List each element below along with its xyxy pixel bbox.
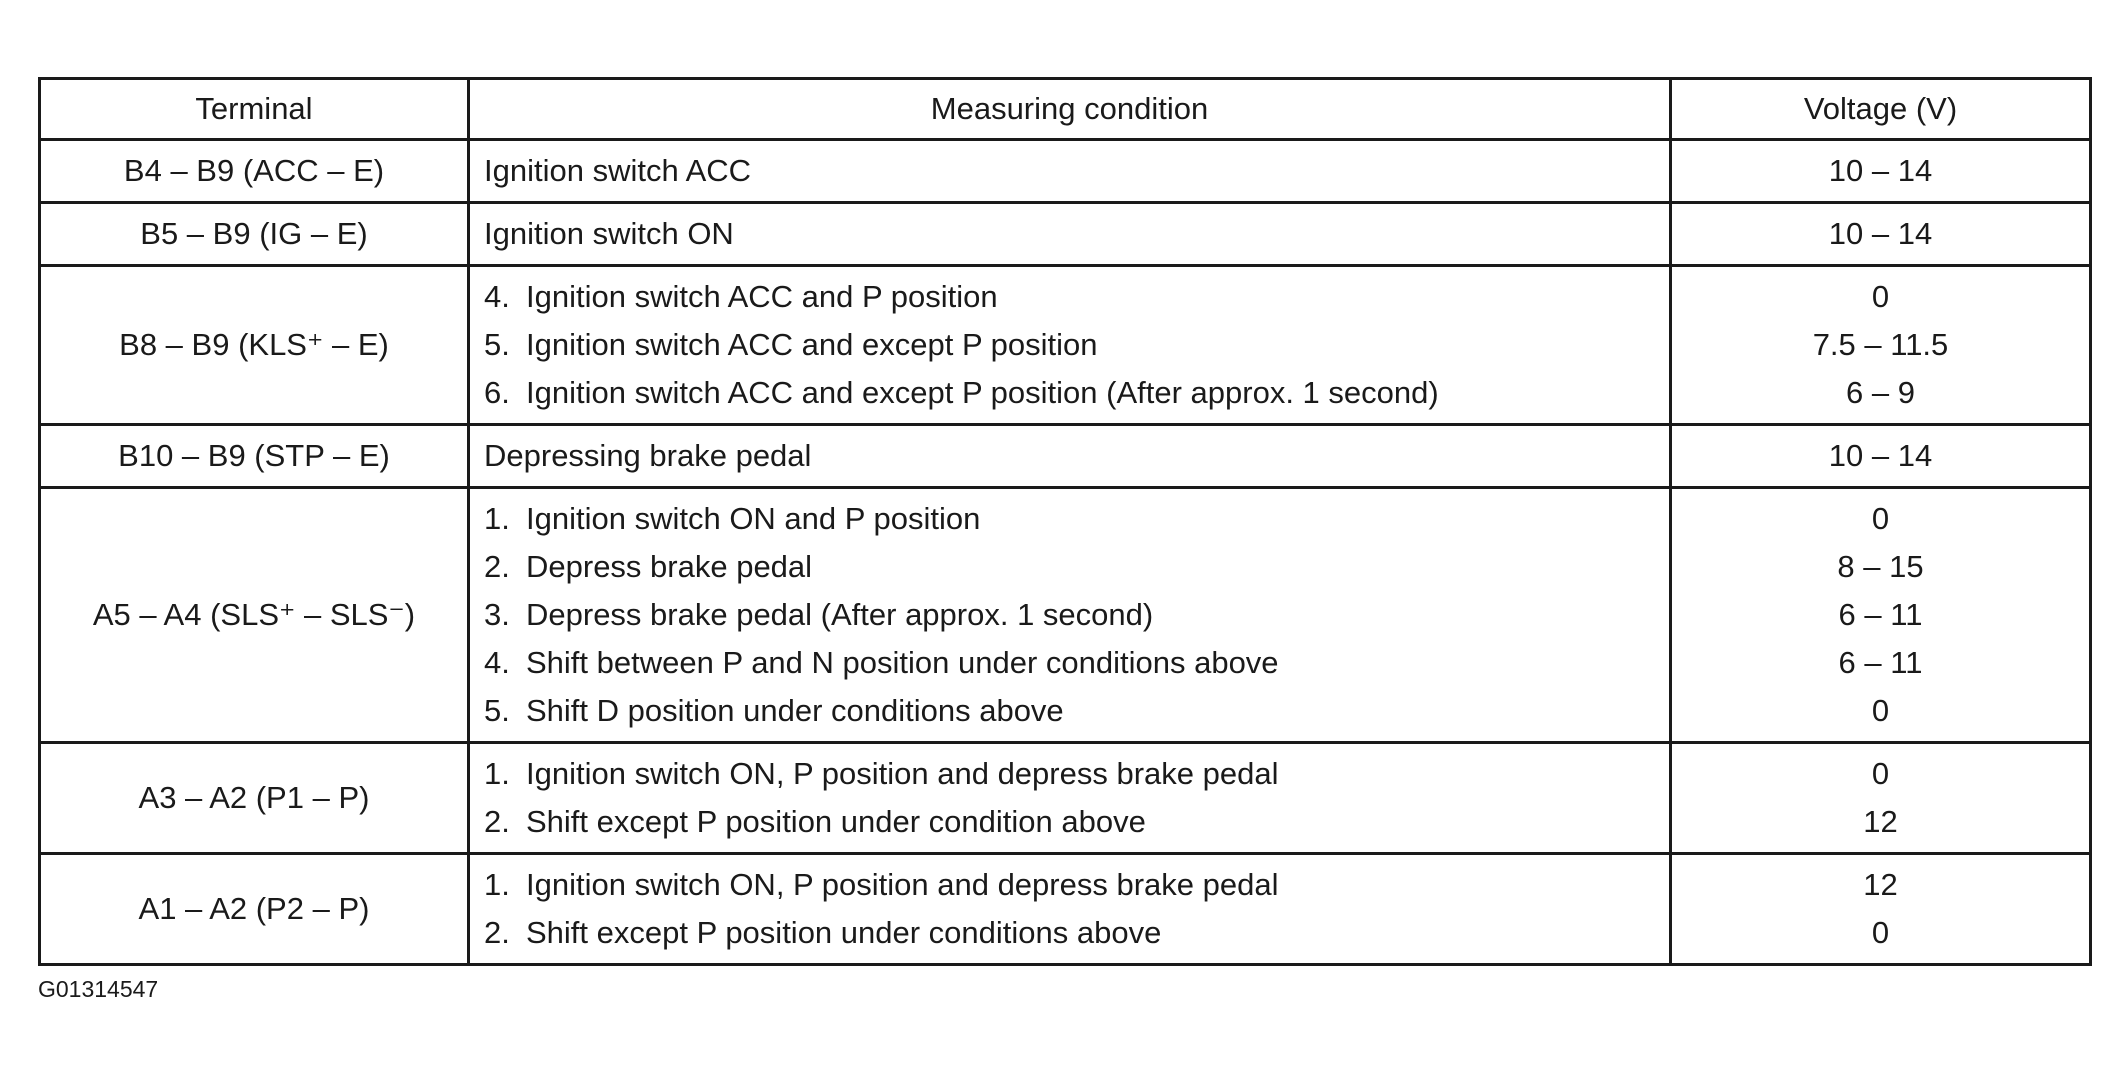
condition-number: 2.	[484, 549, 510, 584]
condition-text: Ignition switch ON, P position and depre…	[526, 867, 1279, 902]
voltage-value: 8 – 15	[1837, 549, 1924, 584]
voltage-value: 12	[1863, 804, 1898, 839]
header-terminal: Terminal	[38, 77, 470, 141]
condition-number: 4.	[484, 279, 510, 314]
condition-number: 1.	[484, 756, 510, 791]
voltage-value: 0	[1871, 756, 1890, 791]
table-row: B5 – B9 (IG – E) Ignition switch ON 10 – 1…	[38, 201, 2092, 267]
condition-line: 4. Shift between P and N position under c…	[484, 639, 1669, 687]
condition-text: Ignition switch ACC	[484, 153, 752, 188]
condition-text: Ignition switch ACC and P position	[526, 279, 998, 314]
voltage-value: 12	[1863, 867, 1898, 902]
condition-line: 5. Ignition switch ACC and except P posit…	[484, 321, 1669, 369]
condition-number: 3.	[484, 597, 510, 632]
condition-text: Depress brake pedal (After approx. 1 sec…	[526, 597, 1154, 632]
condition-number: 6.	[484, 375, 510, 410]
condition-number: 4.	[484, 645, 510, 680]
condition-text: Ignition switch ACC and except P positio…	[526, 327, 1098, 362]
table-row: B8 – B9 (KLS⁺ – E) 4. Ignition switch ACC …	[38, 264, 2092, 426]
condition-text: Shift except P position under conditions…	[526, 915, 1162, 950]
condition-text: Ignition switch ON, P position and depre…	[526, 756, 1279, 791]
condition-text: Shift except P position under condition …	[526, 804, 1146, 839]
table-header-row: Terminal Measuring condition Voltage (V)	[38, 77, 2092, 141]
voltage-value: 0	[1871, 693, 1890, 728]
voltage-value: 6 – 11	[1838, 645, 1923, 680]
condition-line: 2. Depress brake pedal	[484, 543, 1669, 591]
voltage-cell: 10 – 14	[1669, 138, 2092, 204]
terminal-cell: B8 – B9 (KLS⁺ – E)	[38, 264, 470, 426]
table-row: A5 – A4 (SLS⁺ – SLS⁻) 1. Ignition switch O…	[38, 486, 2092, 744]
terminal-cell: A5 – A4 (SLS⁺ – SLS⁻)	[38, 486, 470, 744]
condition-line: 2. Shift except P position under conditio…	[484, 798, 1669, 846]
condition-line: 1. Ignition switch ON and P position	[484, 495, 1669, 543]
voltage-value: 6 – 9	[1846, 375, 1915, 410]
condition-cell: 1. Ignition switch ON, P position and dep…	[467, 852, 1672, 966]
voltage-value: 7.5 – 11.5	[1812, 327, 1949, 362]
table-row: B4 – B9 (ACC – E) Ignition switch ACC 10 –…	[38, 138, 2092, 204]
condition-line: Depressing brake pedal	[484, 432, 1669, 480]
condition-cell: 4. Ignition switch ACC and P position 5. Ig…	[467, 264, 1672, 426]
voltage-cell: 10 – 14	[1669, 423, 2092, 489]
figure-code: G01314547	[38, 976, 159, 1002]
condition-cell: 1. Ignition switch ON and P position 2. Dep…	[467, 486, 1672, 744]
voltage-value: 10 – 14	[1828, 153, 1933, 188]
condition-number: 5.	[484, 327, 510, 362]
terminal-cell: A1 – A2 (P2 – P)	[38, 852, 470, 966]
voltage-cell: 0 8 – 15 6 – 11 6 – 11 0	[1669, 486, 2092, 744]
terminal-voltage-table: Terminal Measuring condition Voltage (V)…	[38, 77, 2092, 966]
condition-text: Depressing brake pedal	[484, 438, 812, 473]
condition-line: 1. Ignition switch ON, P position and dep…	[484, 750, 1669, 798]
voltage-value: 10 – 14	[1828, 438, 1933, 473]
voltage-value: 0	[1871, 501, 1890, 536]
voltage-value: 10 – 14	[1828, 216, 1933, 251]
voltage-cell: 0 7.5 – 11.5 6 – 9	[1669, 264, 2092, 426]
terminal-cell: B4 – B9 (ACC – E)	[38, 138, 470, 204]
table-body: B4 – B9 (ACC – E) Ignition switch ACC 10 –…	[38, 138, 2092, 966]
condition-number: 1.	[484, 867, 510, 902]
condition-line: 1. Ignition switch ON, P position and dep…	[484, 861, 1669, 909]
condition-cell: Ignition switch ACC	[467, 138, 1672, 204]
condition-line: 3. Depress brake pedal (After approx. 1 s…	[484, 591, 1669, 639]
terminal-cell: A3 – A2 (P1 – P)	[38, 741, 470, 855]
condition-number: 5.	[484, 693, 510, 728]
voltage-cell: 10 – 14	[1669, 201, 2092, 267]
condition-number: 1.	[484, 501, 510, 536]
condition-line: Ignition switch ACC	[484, 147, 1669, 195]
condition-line: 5. Shift D position under conditions abov…	[484, 687, 1669, 735]
voltage-value: 0	[1871, 915, 1890, 950]
condition-text: Shift between P and N position under con…	[526, 645, 1279, 680]
terminal-cell: B5 – B9 (IG – E)	[38, 201, 470, 267]
terminal-cell: B10 – B9 (STP – E)	[38, 423, 470, 489]
condition-text: Ignition switch ON	[484, 216, 734, 251]
condition-text: Ignition switch ON and P position	[526, 501, 981, 536]
condition-number: 2.	[484, 804, 510, 839]
header-voltage: Voltage (V)	[1669, 77, 2092, 141]
condition-line: 2. Shift except P position under conditio…	[484, 909, 1669, 957]
table-row: B10 – B9 (STP – E) Depressing brake pedal…	[38, 423, 2092, 489]
condition-cell: 1. Ignition switch ON, P position and dep…	[467, 741, 1672, 855]
condition-number: 2.	[484, 915, 510, 950]
table-row: A3 – A2 (P1 – P) 1. Ignition switch ON, P …	[38, 741, 2092, 855]
voltage-value: 0	[1871, 279, 1890, 314]
condition-line: 6. Ignition switch ACC and except P posit…	[484, 369, 1669, 417]
table-row: A1 – A2 (P2 – P) 1. Ignition switch ON, P …	[38, 852, 2092, 966]
condition-text: Ignition switch ACC and except P positio…	[526, 375, 1439, 410]
voltage-value: 6 – 11	[1838, 597, 1923, 632]
condition-cell: Depressing brake pedal	[467, 423, 1672, 489]
header-measuring-condition: Measuring condition	[467, 77, 1672, 141]
condition-cell: Ignition switch ON	[467, 201, 1672, 267]
condition-text: Depress brake pedal	[526, 549, 813, 584]
condition-line: 4. Ignition switch ACC and P position	[484, 273, 1669, 321]
condition-line: Ignition switch ON	[484, 210, 1669, 258]
condition-text: Shift D position under conditions above	[526, 693, 1064, 728]
